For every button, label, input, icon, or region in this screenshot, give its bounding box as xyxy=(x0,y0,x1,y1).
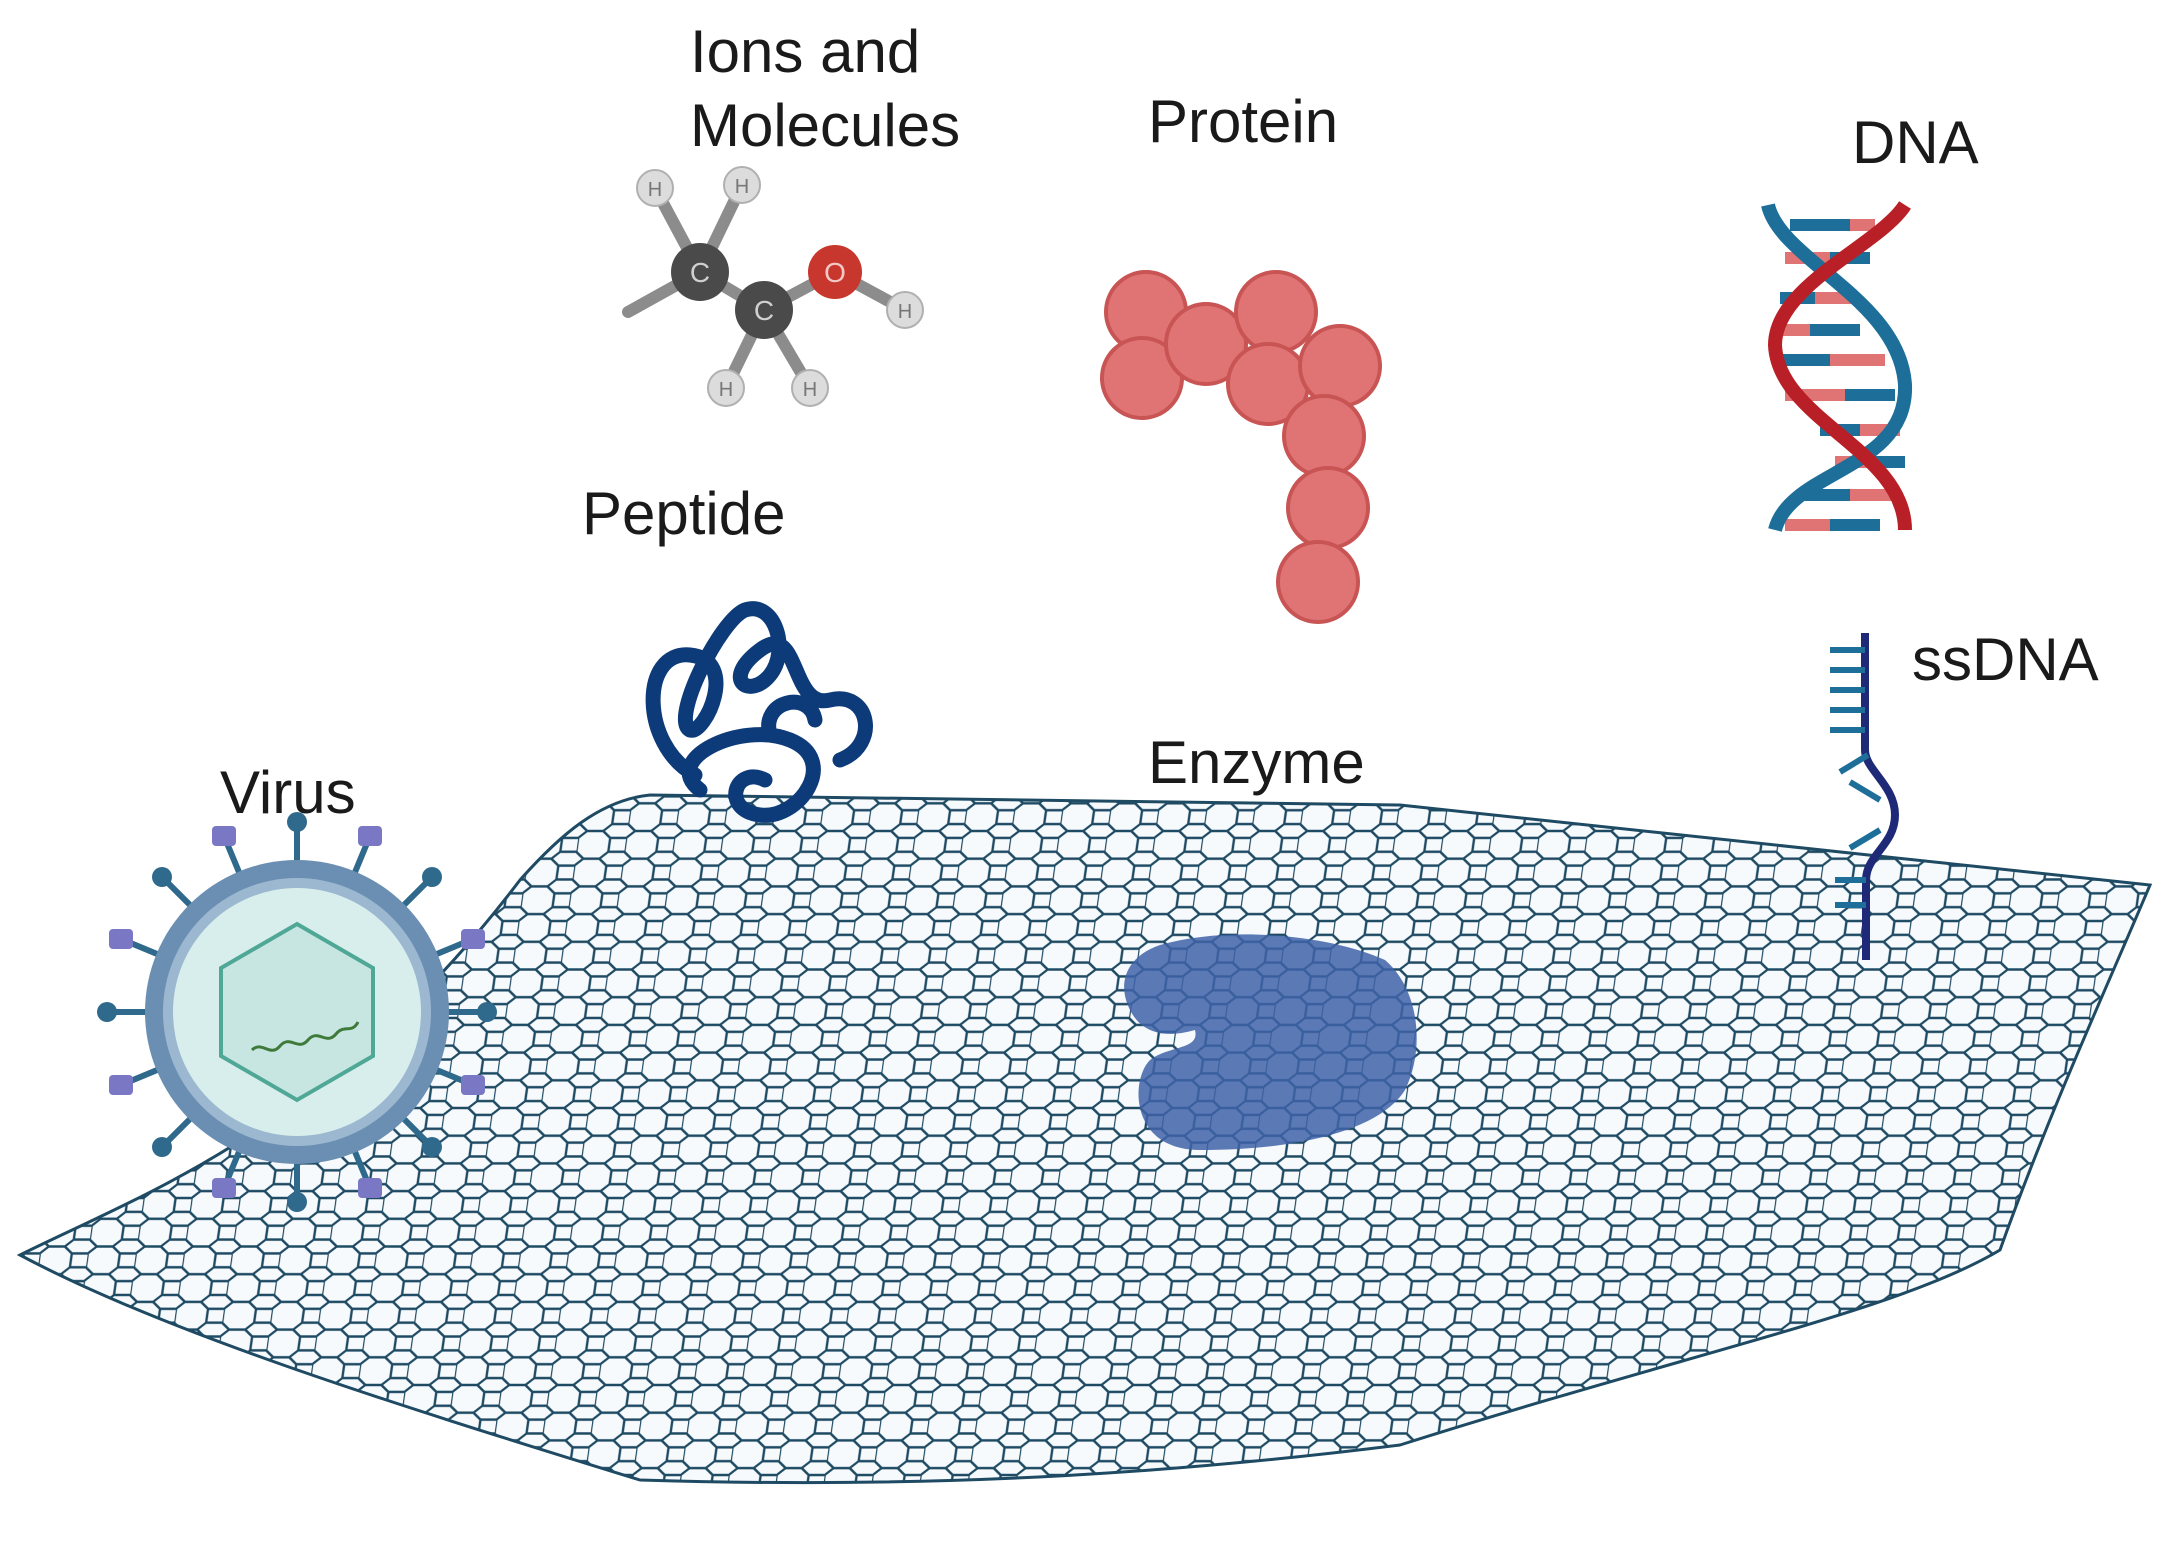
label-virus: Virus xyxy=(220,759,356,826)
atom-label-o: O xyxy=(824,257,846,288)
enzyme-icon xyxy=(1124,934,1417,1150)
label-ssdna: ssDNA xyxy=(1912,626,2099,693)
atom-label-h2: H xyxy=(735,176,749,198)
graphene-sheet xyxy=(16,793,2153,1485)
label-peptide: Peptide xyxy=(582,480,786,547)
atom-label-h1: H xyxy=(648,179,662,201)
atom-label-h3: H xyxy=(898,301,912,323)
atom-label-h5: H xyxy=(803,379,817,401)
atom-label-c1: C xyxy=(690,257,710,288)
label-dna: DNA xyxy=(1852,109,1979,176)
protein-icon xyxy=(1100,270,1382,624)
label-ions-line1: Ions and xyxy=(690,18,920,85)
peptide-icon xyxy=(645,601,873,823)
label-ions-line2: Molecules xyxy=(690,92,960,159)
dna-double-helix-icon xyxy=(1761,200,1913,533)
ethanol-molecule-icon: H H H H H C C O xyxy=(622,166,924,407)
ssdna-icon xyxy=(1830,633,1900,960)
virus-icon xyxy=(97,812,497,1212)
label-protein: Protein xyxy=(1148,88,1338,155)
atom-label-h4: H xyxy=(719,379,733,401)
label-ions-and-molecules: Ions and Molecules xyxy=(690,18,960,159)
atom-label-c2: C xyxy=(754,295,774,326)
label-enzyme: Enzyme xyxy=(1148,729,1365,796)
